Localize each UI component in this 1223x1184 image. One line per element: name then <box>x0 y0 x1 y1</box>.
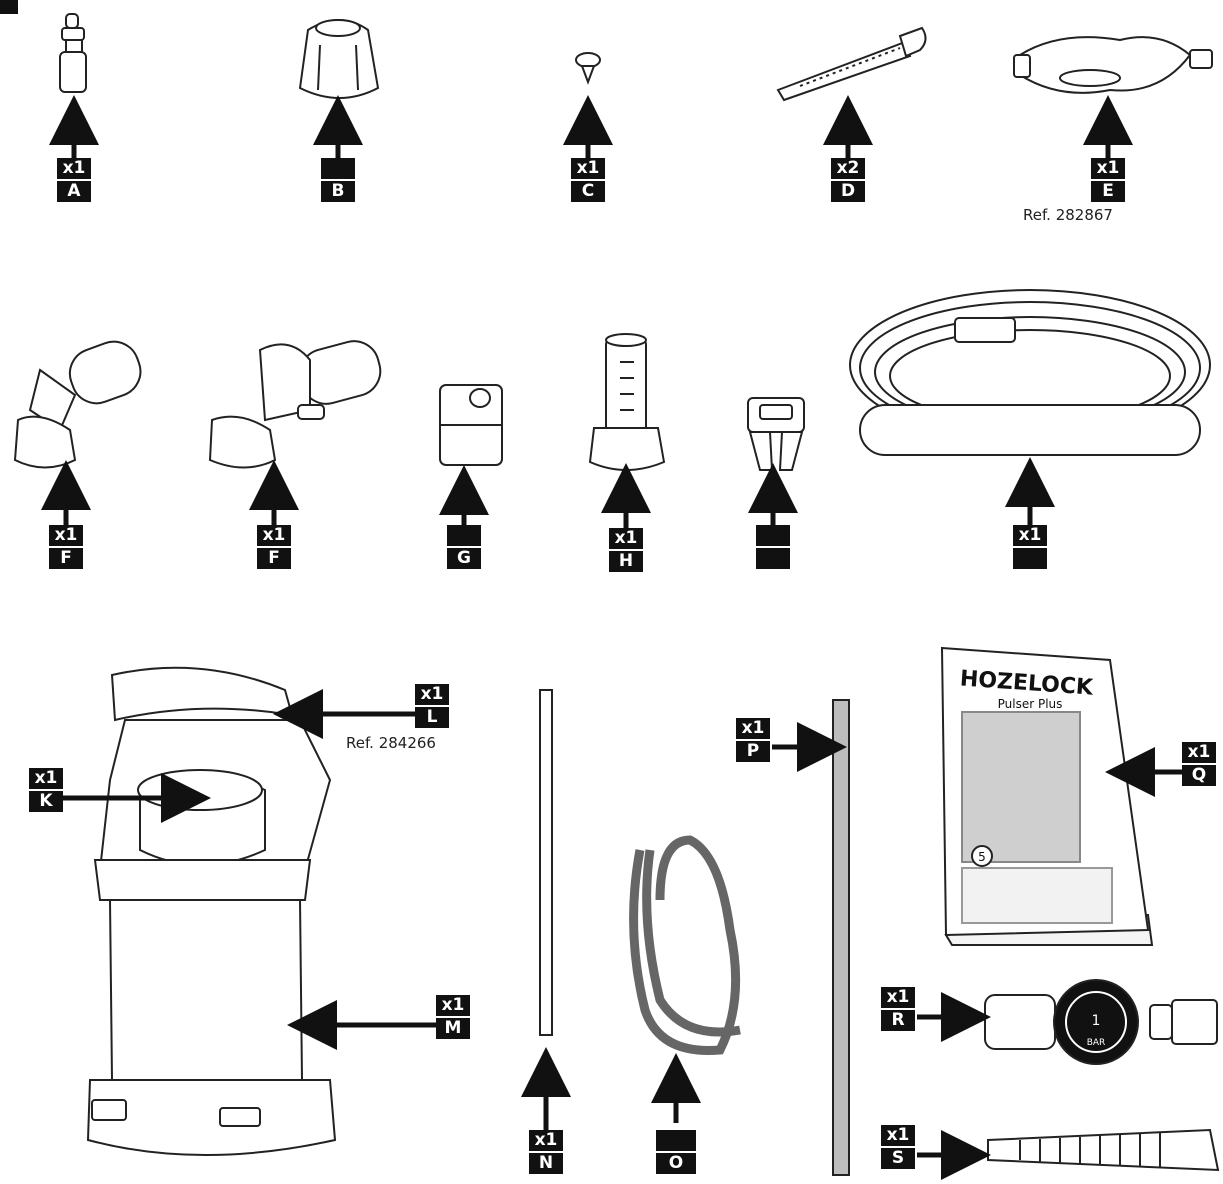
part-letter: R <box>891 1010 905 1030</box>
qty-label <box>321 158 355 181</box>
qty-label <box>756 525 790 548</box>
part-buckle-icon <box>747 397 805 471</box>
tag-part-q: x1 Q <box>1182 742 1216 786</box>
part-letter: P <box>746 741 760 761</box>
part-letter: A <box>67 181 81 201</box>
part-letter: N <box>538 1153 554 1173</box>
tag-part-c: x1 C <box>571 158 605 202</box>
part-letter: O <box>668 1153 684 1173</box>
qty-label: x1 <box>736 718 770 741</box>
qty-label: x1 <box>1013 525 1047 548</box>
part-letter: S <box>891 1148 905 1168</box>
qty-label: x1 <box>1182 742 1216 765</box>
part-letter: H <box>618 551 634 571</box>
tag-part-o: O <box>656 1130 696 1174</box>
ref-part-e: Ref. 282867 <box>1023 206 1113 224</box>
part-r-gauge-icon <box>984 979 1218 1065</box>
part-b-cap-icon <box>298 19 380 99</box>
qty-label: x1 <box>881 987 915 1010</box>
qty-label: x1 <box>257 525 291 548</box>
tag-part-s: x1 S <box>881 1125 915 1169</box>
part-letter: E <box>1102 181 1114 201</box>
tag-part-a: x1 A <box>57 158 91 202</box>
tag-part-buckle <box>756 525 790 569</box>
tag-part-k: x1 K <box>29 768 63 812</box>
tag-part-h: x1 H <box>609 528 643 572</box>
part-letter: K <box>39 791 53 811</box>
qty-label: x1 <box>57 158 91 181</box>
part-s-grip-icon <box>987 1128 1220 1172</box>
part-d-strainer-icon <box>776 26 927 102</box>
qty-label: x1 <box>415 684 449 707</box>
part-e-lance-handle-icon <box>1013 36 1213 94</box>
part-h-measuring-cup-icon <box>588 333 666 471</box>
manual-title: Pulser Plus <box>998 697 1063 711</box>
part-letter: Q <box>1191 765 1207 785</box>
corner-marker <box>0 0 18 14</box>
qty-label: x1 <box>609 528 643 551</box>
part-letter <box>1013 548 1047 569</box>
part-letter: D <box>840 181 856 201</box>
part-letter: B <box>331 181 345 201</box>
tag-part-n: x1 N <box>529 1130 563 1174</box>
part-f-valve-nozzle-icon <box>208 340 382 469</box>
qty-label <box>656 1130 696 1153</box>
qty-label: x1 <box>29 768 63 791</box>
part-n-rod-icon <box>539 689 553 1036</box>
qty-label: x1 <box>571 158 605 181</box>
part-letter: F <box>60 548 72 568</box>
part-strap-icon <box>849 289 1211 456</box>
qty-label: x1 <box>436 995 470 1018</box>
gauge-value: 1 <box>1092 1013 1101 1029</box>
part-letter: L <box>426 707 438 727</box>
part-g-clip-icon <box>439 384 503 466</box>
part-letter: C <box>581 181 595 201</box>
qty-label: x1 <box>529 1130 563 1153</box>
qty-label: x2 <box>831 158 865 181</box>
part-p-lance-rod-icon <box>832 699 850 1176</box>
qty-label: x1 <box>49 525 83 548</box>
part-q-manual-icon <box>940 646 1154 946</box>
tag-part-f2: x1 F <box>257 525 291 569</box>
manual-page-badge: 5 <box>978 850 986 864</box>
tag-part-r: x1 R <box>881 987 915 1031</box>
gauge-unit: BAR <box>1087 1038 1106 1048</box>
tag-part-f1: x1 F <box>49 525 83 569</box>
qty-label <box>447 525 481 548</box>
part-f-nozzle-icon <box>13 340 142 469</box>
tag-part-m: x1 M <box>436 995 470 1039</box>
tag-part-p: x1 P <box>736 718 770 762</box>
tag-part-l: x1 L <box>415 684 449 728</box>
tag-part-g: G <box>447 525 481 569</box>
part-o-hose-icon <box>629 835 741 1055</box>
part-letter: G <box>457 548 471 568</box>
tag-part-e: x1 E <box>1091 158 1125 202</box>
tag-part-strap: x1 <box>1013 525 1047 569</box>
qty-label: x1 <box>881 1125 915 1148</box>
part-letter: F <box>268 548 280 568</box>
tag-part-b: B <box>321 158 355 202</box>
part-a-connector-icon <box>59 13 87 93</box>
part-c-screw-icon <box>575 52 601 85</box>
part-letter: M <box>444 1018 462 1038</box>
part-letter <box>756 548 790 569</box>
ref-part-l: Ref. 284266 <box>346 734 436 752</box>
sprayer-body-icon <box>86 666 337 1156</box>
tag-part-d: x2 D <box>831 158 865 202</box>
qty-label: x1 <box>1091 158 1125 181</box>
